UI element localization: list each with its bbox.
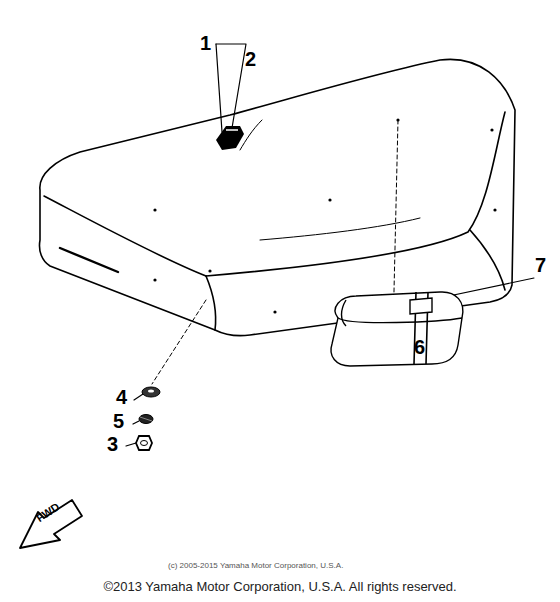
copyright-caption: ©2013 Yamaha Motor Corporation, U.S.A. A… <box>103 579 456 594</box>
seat-latch <box>216 126 244 150</box>
leader-line <box>216 44 222 132</box>
callout-number: 7 <box>535 254 546 277</box>
spring-washer <box>139 415 153 424</box>
seat-edge-line <box>206 112 505 276</box>
seat-edge-line <box>206 276 216 330</box>
nut <box>136 436 152 450</box>
callout-number: 2 <box>245 48 256 71</box>
watermark: (c) 2005-2015 Yamaha Motor Corporation, … <box>168 561 343 570</box>
seat-edge-line <box>44 196 206 276</box>
callout-number: 3 <box>107 433 118 456</box>
callout-number: 5 <box>113 410 124 433</box>
leader-line <box>133 421 139 424</box>
callout-number: 1 <box>200 32 211 55</box>
leader-line <box>126 443 136 446</box>
tool-bag <box>331 292 463 366</box>
forward-arrow <box>20 500 82 548</box>
washer <box>142 387 160 397</box>
mount-line <box>152 300 206 384</box>
seat-edge-line <box>470 230 505 290</box>
leader-line <box>134 394 143 400</box>
callout-number: 6 <box>414 336 425 359</box>
seat-trim-line <box>60 248 118 272</box>
callout-number: 4 <box>116 386 127 409</box>
